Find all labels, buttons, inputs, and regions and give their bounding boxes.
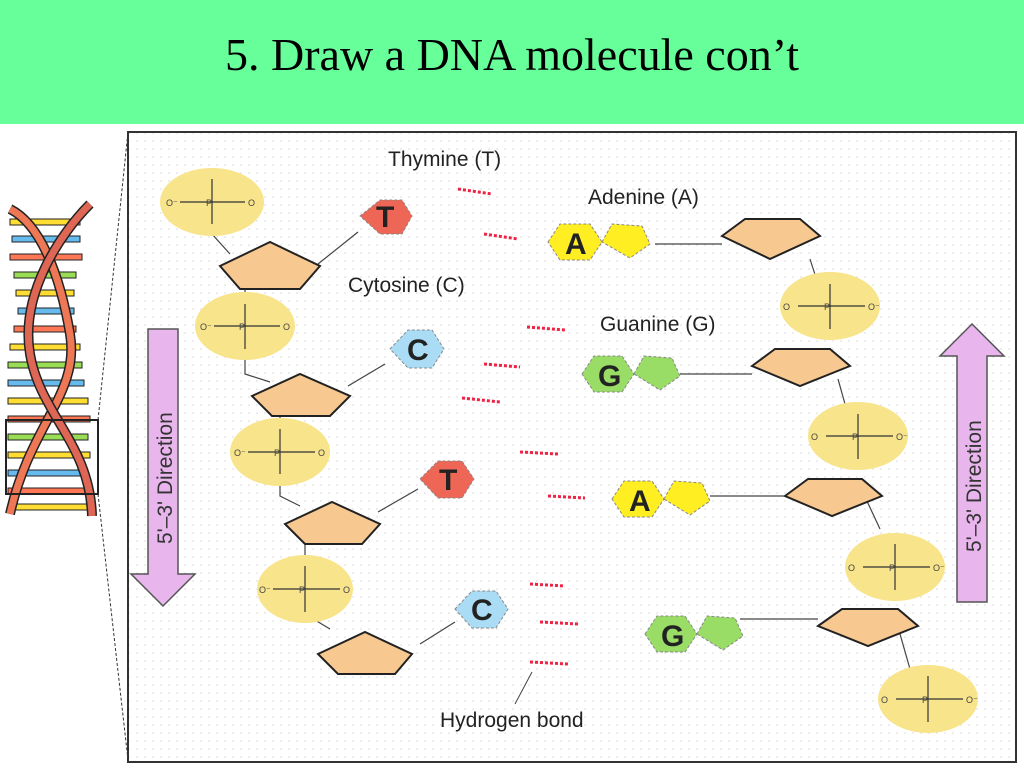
- svg-text:O⁻: O⁻: [166, 198, 178, 208]
- svg-text:O⁻: O⁻: [896, 432, 908, 442]
- phosphate-group-icon: P O⁻ O: [160, 168, 264, 236]
- label-guanine: Guanine (G): [600, 313, 716, 336]
- svg-text:P: P: [922, 695, 928, 705]
- svg-text:O: O: [343, 585, 350, 595]
- label-hydrogen-bond: Hydrogen bond: [440, 709, 584, 732]
- sugar-ring-icon: [782, 478, 884, 518]
- svg-text:O⁻: O⁻: [234, 448, 246, 458]
- sugar-ring-icon: [283, 500, 382, 545]
- hydrogen-bonds: [457, 187, 586, 666]
- svg-text:O: O: [248, 198, 255, 208]
- phosphate-group-icon: P O⁻ O: [195, 292, 295, 360]
- sugar-ring-icon: [749, 348, 852, 388]
- sugar-ring-icon: [250, 372, 352, 417]
- phosphate-groups-left: P O⁻ O P O⁻ O P O⁻ O P O⁻ O: [160, 168, 353, 623]
- sugar-rings-right: [720, 218, 920, 648]
- base-right-2: G: [581, 355, 681, 393]
- svg-text:C: C: [471, 594, 493, 627]
- phosphate-group-icon: P O⁻ O: [230, 418, 330, 486]
- sugar-ring-icon: [720, 218, 822, 261]
- base-right-4: G: [644, 615, 744, 653]
- svg-text:P: P: [239, 322, 245, 332]
- svg-text:O: O: [783, 302, 790, 312]
- phosphate-groups-right: P O O⁻ P O O⁻ P O O⁻ P O O⁻: [780, 272, 978, 733]
- svg-text:O: O: [283, 322, 290, 332]
- right-direction-arrow: 5'–3' Direction: [938, 322, 1006, 603]
- svg-text:G: G: [661, 620, 684, 653]
- sugar-ring-icon: [815, 608, 920, 648]
- svg-text:O⁻: O⁻: [966, 695, 978, 705]
- svg-text:O⁻: O⁻: [259, 585, 271, 595]
- base-left-2: C: [389, 329, 445, 369]
- svg-text:T: T: [439, 464, 457, 497]
- helix-zoom-box: [5, 419, 99, 495]
- phosphate-group-icon: P O O⁻: [845, 533, 945, 601]
- svg-text:G: G: [598, 360, 621, 393]
- svg-text:P: P: [824, 302, 830, 312]
- svg-text:P: P: [852, 432, 858, 442]
- svg-text:P: P: [299, 585, 305, 595]
- base-left-3: T: [419, 460, 475, 499]
- base-left-4: C: [454, 590, 509, 629]
- base-left-1: T: [359, 199, 413, 235]
- hydrogen-bond-pointer: [514, 671, 533, 705]
- svg-text:O: O: [811, 432, 818, 442]
- phosphate-group-icon: P O O⁻: [780, 272, 880, 340]
- svg-text:P: P: [274, 448, 280, 458]
- title-bar: 5. Draw a DNA molecule con’t: [0, 0, 1024, 124]
- label-adenine: Adenine (A): [588, 186, 699, 209]
- svg-text:O⁻: O⁻: [868, 302, 880, 312]
- phosphate-group-icon: P O⁻ O: [257, 555, 353, 623]
- svg-text:O⁻: O⁻: [933, 563, 945, 573]
- base-right-1: A: [547, 223, 651, 261]
- sugar-ring-icon: [316, 630, 414, 675]
- svg-text:5'–3' Direction: 5'–3' Direction: [154, 412, 177, 544]
- label-thymine: Thymine (T): [388, 148, 501, 171]
- svg-text:5'–3' Direction: 5'–3' Direction: [963, 420, 986, 552]
- svg-text:O: O: [318, 448, 325, 458]
- dna-diagram-stage: P O⁻ O P O⁻ O P O⁻ O P O⁻ O: [0, 124, 1024, 768]
- svg-text:A: A: [629, 485, 651, 518]
- label-cytosine: Cytosine (C): [348, 274, 465, 297]
- svg-text:T: T: [376, 201, 394, 234]
- sugar-ring-icon: [218, 240, 322, 290]
- dna-diagram: P O⁻ O P O⁻ O P O⁻ O P O⁻ O: [5, 131, 1017, 763]
- left-direction-arrow: 5'–3' Direction: [129, 328, 197, 608]
- svg-text:A: A: [565, 228, 587, 261]
- double-helix-icon: [5, 131, 129, 761]
- slide-title: 5. Draw a DNA molecule con’t: [225, 29, 799, 80]
- svg-text:O: O: [848, 563, 855, 573]
- phosphate-group-icon: P O O⁻: [878, 665, 978, 733]
- svg-text:C: C: [407, 334, 429, 367]
- sugar-rings-left: [218, 240, 414, 675]
- svg-text:O⁻: O⁻: [200, 322, 212, 332]
- base-right-3: A: [611, 480, 711, 518]
- svg-text:P: P: [206, 198, 212, 208]
- phosphate-group-icon: P O O⁻: [808, 402, 908, 470]
- svg-text:O: O: [881, 695, 888, 705]
- svg-text:P: P: [889, 563, 895, 573]
